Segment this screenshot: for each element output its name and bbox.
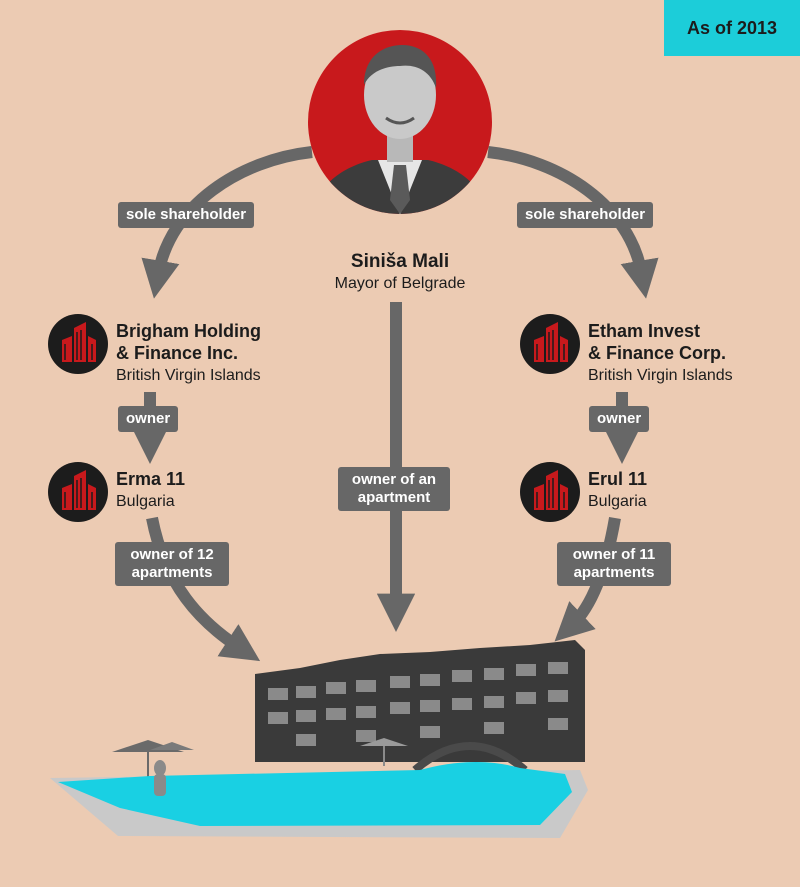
building-icon <box>48 314 108 374</box>
entity-etham: Etham Invest & Finance Corp. British Vir… <box>520 314 733 386</box>
person-portrait-icon <box>308 30 492 214</box>
entity-erul-name: Erul 11 <box>588 469 648 489</box>
entity-brigham: Brigham Holding & Finance Inc. British V… <box>48 314 261 386</box>
edge-label-right-bottom: owner of 11 apartments <box>557 542 671 586</box>
building-icon <box>48 462 108 522</box>
edge-label-right-bottom-line1: owner of 11 <box>572 546 656 563</box>
arrow-erul-to-resort <box>554 516 621 642</box>
entity-etham-place: British Virgin Islands <box>588 367 733 384</box>
entity-brigham-name-line1: Brigham Holding <box>116 321 261 341</box>
person-label: Siniša Mali Mayor of Belgrade <box>300 250 500 294</box>
edge-label-center-line2: apartment <box>357 489 431 506</box>
entity-brigham-name-line2: & Finance Inc. <box>116 343 239 363</box>
entity-erma-name: Erma 11 <box>116 469 186 489</box>
edge-label-right-owner: owner <box>589 406 650 432</box>
arrow-erma-to-resort <box>146 516 261 662</box>
edge-label-right-bottom-line2: apartments <box>573 564 655 581</box>
edge-label-left-sole-shareholder: sole shareholder <box>118 202 255 228</box>
entity-etham-name-line2: & Finance Corp. <box>588 343 727 363</box>
entity-erul: Erul 11 Bulgaria <box>520 462 648 522</box>
edge-label-left-bottom: owner of 12 apartments <box>115 542 229 586</box>
entity-etham-name-line1: Etham Invest <box>588 321 701 341</box>
entity-erma: Erma 11 Bulgaria <box>48 462 186 522</box>
edge-label-center-line1: owner of an <box>351 471 437 488</box>
entity-brigham-place: British Virgin Islands <box>116 367 261 384</box>
resort-pool-illustration <box>50 640 588 838</box>
person-role: Mayor of Belgrade <box>334 275 466 292</box>
building-icon <box>520 314 580 374</box>
edge-label-left-bottom-line1: owner of 12 <box>130 546 214 563</box>
edge-label-center: owner of an apartment <box>338 467 450 511</box>
entity-erma-place: Bulgaria <box>116 493 175 510</box>
arrow-mali-to-brigham <box>141 146 313 299</box>
building-icon <box>520 462 580 522</box>
person-name: Siniša Mali <box>350 251 450 272</box>
edge-label-left-bottom-line2: apartments <box>131 564 213 581</box>
edge-label-right-sole-shareholder: sole shareholder <box>517 202 654 228</box>
entity-erul-place: Bulgaria <box>588 493 647 510</box>
date-badge: As of 2013 <box>664 0 800 56</box>
edge-label-left-owner: owner <box>118 406 179 432</box>
arrow-mali-to-etham <box>487 146 659 299</box>
